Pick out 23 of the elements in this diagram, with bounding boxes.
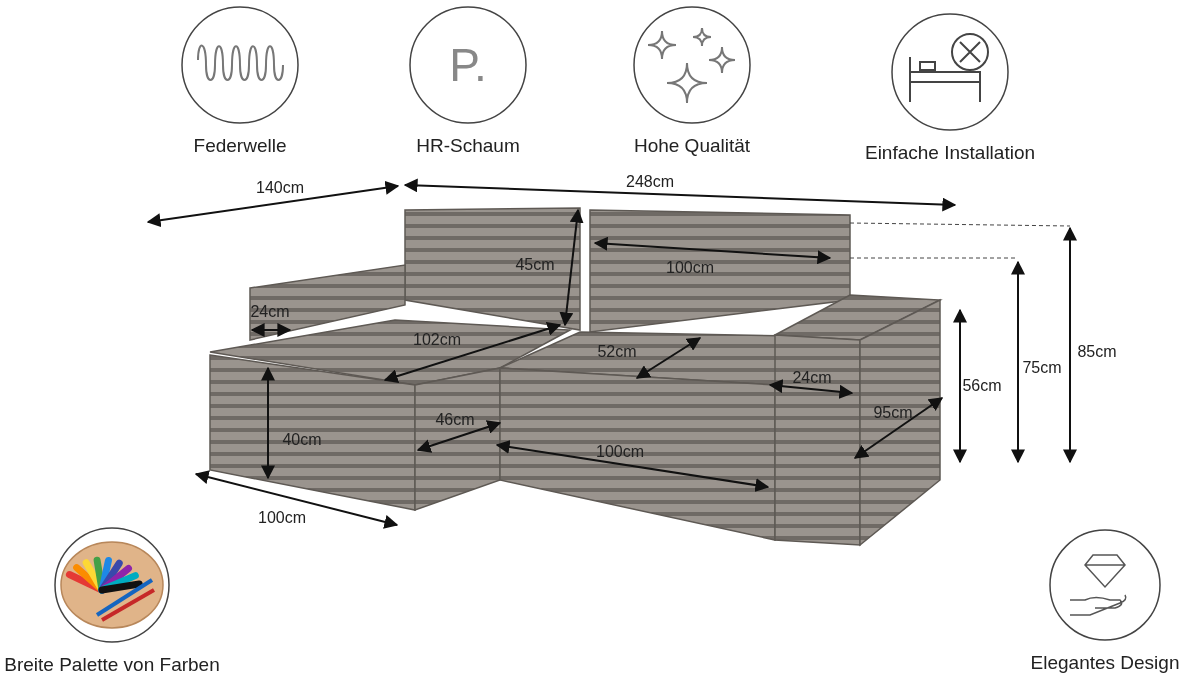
feature-label: Elegantes Design bbox=[1030, 652, 1180, 674]
feature-label: Breite Palette von Farben bbox=[4, 654, 220, 675]
feature-label: Hohe Qualität bbox=[633, 135, 751, 157]
dimension-label: 24cm bbox=[250, 303, 290, 321]
letter-icon: P. bbox=[409, 6, 527, 124]
dimension-label: 100cm bbox=[596, 443, 644, 461]
dimension-label: 24cm bbox=[792, 369, 832, 387]
dimension-label: 46cm bbox=[435, 411, 475, 429]
dimension-label: 140cm bbox=[256, 179, 304, 197]
dimension-label: 100cm bbox=[258, 509, 306, 527]
feature-label: Federwelle bbox=[193, 135, 287, 157]
dimension-label: 75cm bbox=[1022, 359, 1062, 377]
dimension-label: 102cm bbox=[413, 331, 461, 349]
feature-label: HR-Schaum bbox=[416, 135, 520, 157]
dimension-label: 85cm bbox=[1077, 343, 1117, 361]
dimension-label: 100cm bbox=[666, 259, 714, 277]
dimension-label: 52cm bbox=[597, 343, 637, 361]
dimension-label: 56cm bbox=[962, 377, 1002, 395]
feature-label: Einfache Installation bbox=[864, 142, 1036, 164]
dimension-label: 95cm bbox=[873, 404, 913, 422]
dimension-label: 45cm bbox=[515, 256, 555, 274]
dimension-label: 248cm bbox=[626, 173, 674, 191]
dimension-label: 40cm bbox=[282, 431, 322, 449]
